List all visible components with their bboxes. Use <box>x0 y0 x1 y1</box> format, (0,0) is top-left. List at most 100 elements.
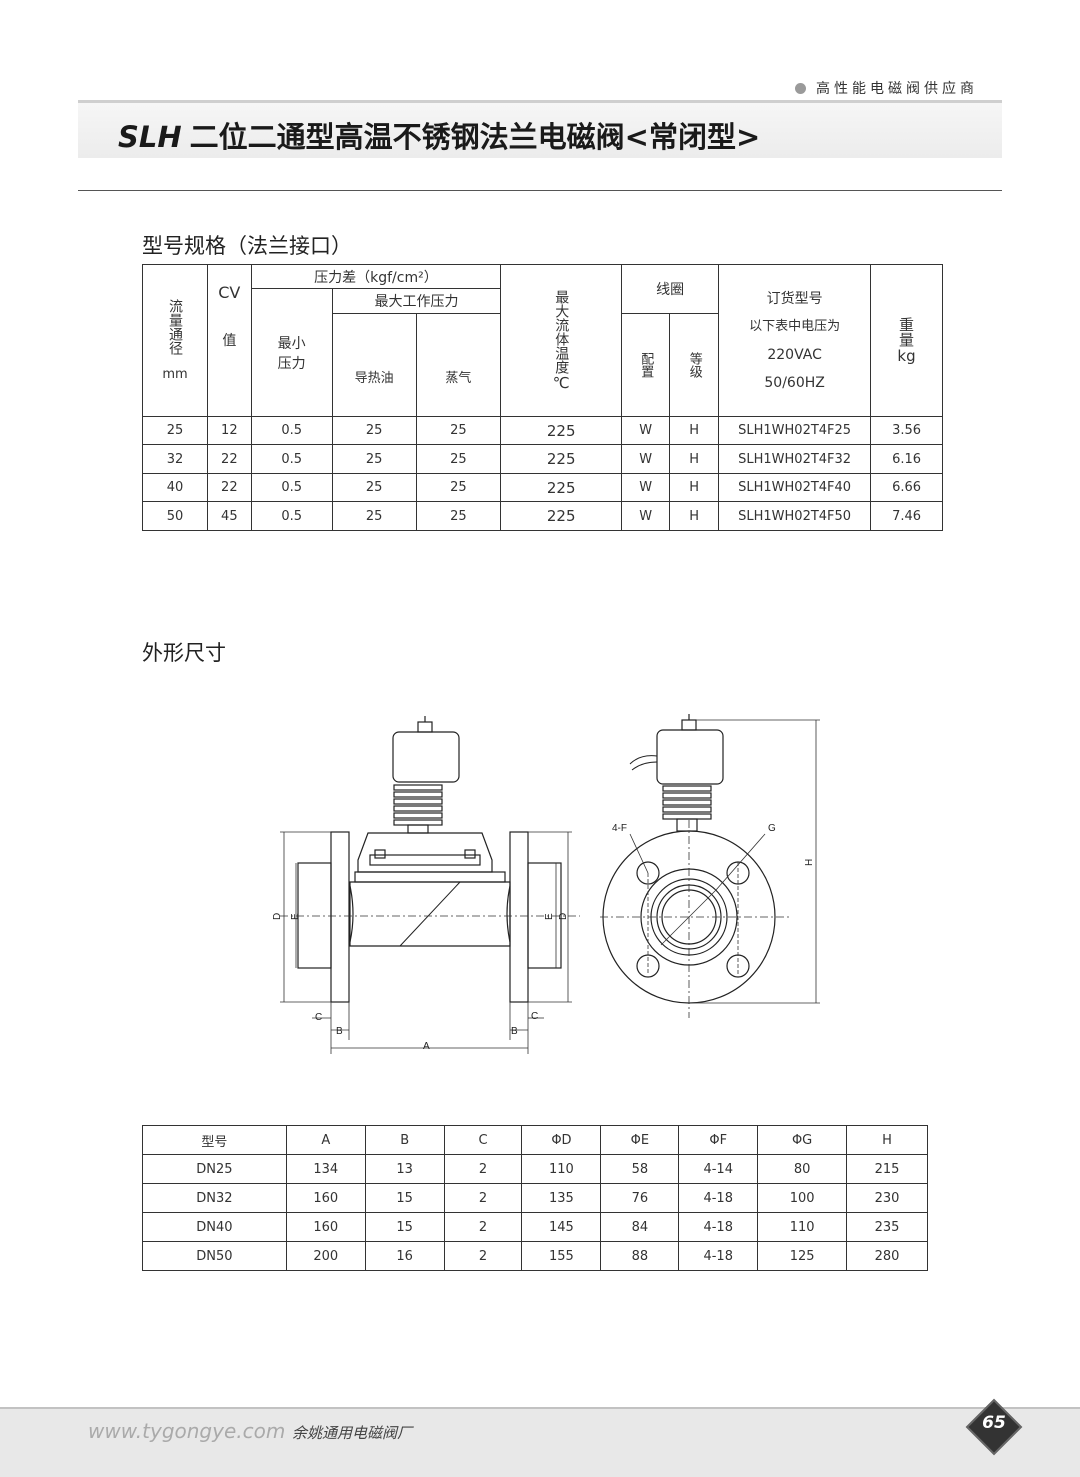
dim-label-a: A <box>423 1041 430 1052</box>
header-oil: 导热油 <box>331 313 417 417</box>
coil-housing <box>392 731 460 783</box>
cell: 145 <box>521 1212 602 1242</box>
cell: 110 <box>521 1154 602 1184</box>
cell: 25 <box>331 444 417 474</box>
cell: 225 <box>500 473 623 502</box>
cell: 25 <box>415 444 502 474</box>
cell: 12 <box>207 416 252 445</box>
cell: H <box>669 473 720 502</box>
left-flange <box>330 831 350 1003</box>
cell: 80 <box>757 1154 848 1184</box>
header-min-pressure: 最小 压力 <box>250 288 333 417</box>
cell: 135 <box>521 1183 602 1213</box>
valve-bonnet <box>357 832 493 873</box>
cell: 3.56 <box>870 416 943 445</box>
page-number: 65 <box>982 1413 1006 1433</box>
cell: 2 <box>443 1241 523 1271</box>
dims-header-h: H <box>846 1125 928 1155</box>
header-cv: CV 值 <box>207 264 252 417</box>
coil-housing-front <box>656 729 724 785</box>
cell: SLH1WH02T4F50 <box>718 501 872 531</box>
cell: 32 <box>142 444 208 474</box>
cell: W <box>621 416 671 445</box>
dim-label-f: 4-F <box>612 823 627 834</box>
cell: 160 <box>285 1183 366 1213</box>
cell: 2 <box>443 1212 523 1242</box>
cell: 134 <box>285 1154 366 1184</box>
cell: 45 <box>207 501 252 531</box>
cell: 6.16 <box>870 444 943 474</box>
dim-label-b-right: B <box>511 1026 518 1037</box>
spec-table: 流量通径 mm CV 值 压力差（kgf/cm²） 最大流体温度 ℃ 线圈 订货… <box>142 264 943 531</box>
cell: W <box>621 473 671 502</box>
cell: 0.5 <box>250 501 333 531</box>
cell: 25 <box>331 416 417 445</box>
cell: 50 <box>142 501 208 531</box>
coil-cap <box>417 721 433 733</box>
grade-chars: 等级 <box>686 352 702 378</box>
cell: 0.5 <box>250 416 333 445</box>
dim-label-e-right: E <box>544 913 555 920</box>
dim-label-d-left: D <box>272 913 283 920</box>
dims-header-b: B <box>364 1125 445 1155</box>
dims-header-f: ΦF <box>678 1125 759 1155</box>
cell: 155 <box>521 1241 602 1271</box>
bore-unit: mm <box>162 366 188 382</box>
cell: 6.66 <box>870 473 943 502</box>
cell: 0.5 <box>250 444 333 474</box>
cv-b: 值 <box>222 333 237 349</box>
cell: 110 <box>757 1212 848 1242</box>
header-grade: 等级 <box>669 313 720 417</box>
cell: 15 <box>364 1183 445 1213</box>
cell: DN40 <box>142 1212 287 1242</box>
company-name: 余姚通用电磁阀厂 <box>292 1424 413 1442</box>
dims-section-title: 外形尺寸 <box>142 641 226 665</box>
website-url[interactable]: www.tygongye.com <box>88 1419 286 1443</box>
max-temp-chars: 最大流体温度 <box>553 289 570 374</box>
dims-header-model: 型号 <box>142 1125 287 1155</box>
cell: SLH1WH02T4F25 <box>718 416 872 445</box>
cell: 215 <box>846 1154 928 1184</box>
cell: 25 <box>331 501 417 531</box>
cell: 200 <box>285 1241 366 1271</box>
cell: 100 <box>757 1183 848 1213</box>
dim-label-h: H <box>804 859 815 866</box>
cell: 25 <box>142 416 208 445</box>
cell: 25 <box>415 416 502 445</box>
dims-header-g: ΦG <box>757 1125 848 1155</box>
cell: 25 <box>331 473 417 502</box>
cell: 22 <box>207 444 252 474</box>
page-footer: www.tygongye.com 余姚通用电磁阀厂 65 <box>0 1398 1080 1477</box>
right-flange <box>509 831 529 1003</box>
order-sub: 以下表中电压为 <box>749 318 841 334</box>
cell: H <box>669 416 720 445</box>
title-model: SLH <box>118 120 182 154</box>
cell: W <box>621 444 671 474</box>
temp-unit: ℃ <box>552 373 570 392</box>
order-title: 订货型号 <box>766 290 823 307</box>
header-coil: 线圈 <box>621 264 720 314</box>
dims-header-d: ΦD <box>521 1125 602 1155</box>
header-bore: 流量通径 mm <box>142 264 208 417</box>
dim-label-d-right: D <box>558 913 569 920</box>
title-text: 二位二通型高温不锈钢法兰电磁阀<常闭型> <box>189 120 761 154</box>
order-freq: 50/60HZ <box>764 374 825 391</box>
header-divider <box>78 190 1002 191</box>
config-chars: 配置 <box>638 352 654 378</box>
dim-label-g: G <box>768 823 776 834</box>
cell: 76 <box>600 1183 680 1213</box>
dim-label-c-left: C <box>315 1012 322 1023</box>
cell: 4-18 <box>678 1183 759 1213</box>
cell: 40 <box>142 473 208 502</box>
cell: 22 <box>207 473 252 502</box>
cell: 88 <box>600 1241 680 1271</box>
dims-header-c: C <box>443 1125 523 1155</box>
